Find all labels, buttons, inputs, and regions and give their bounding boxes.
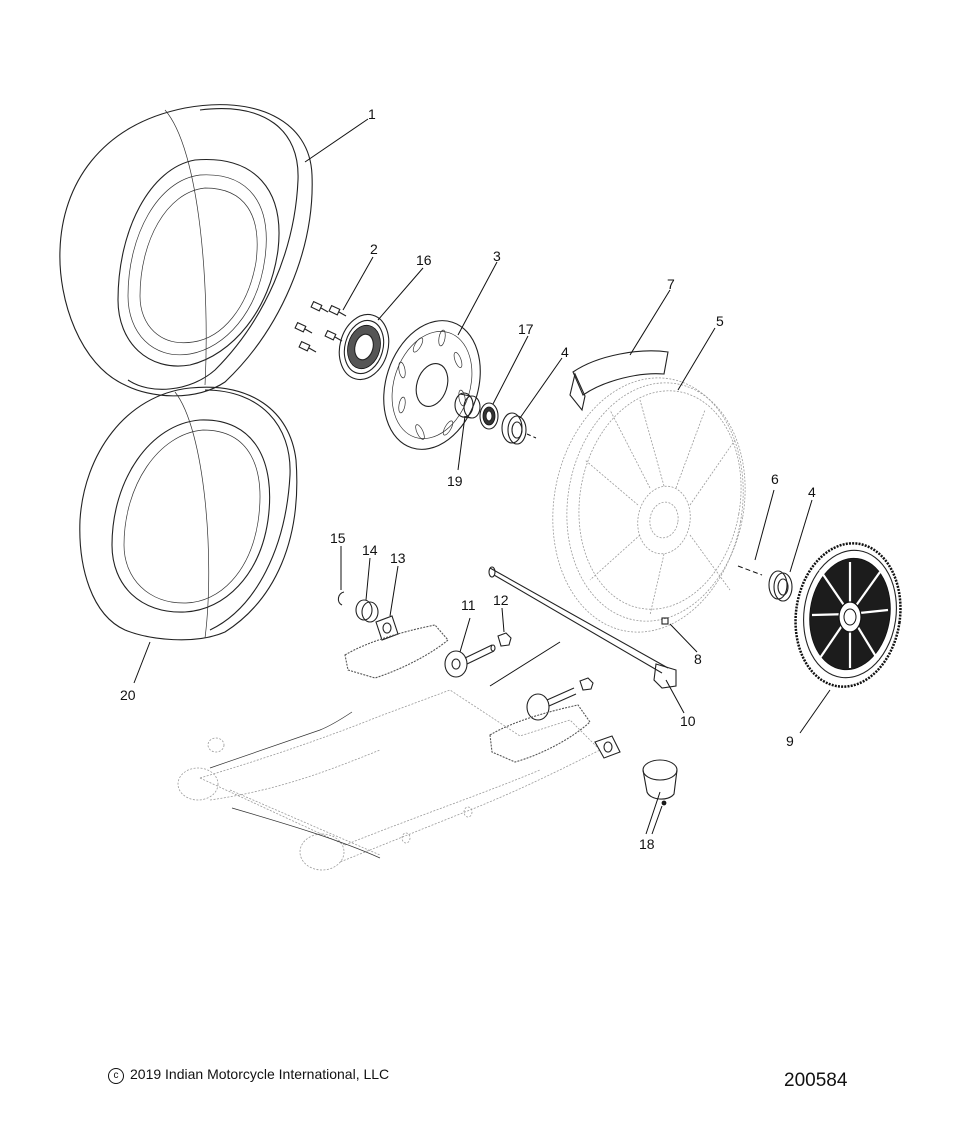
callout-11: 11 [461,597,476,613]
rear-axle [488,566,677,689]
wheel-bearing-left [501,412,537,445]
rotor-bolts [294,300,347,353]
callout-17: 17 [518,321,534,337]
swingarm [177,624,601,871]
drawing-number: 200584 [784,1070,848,1091]
adjuster-block-cap [355,599,379,623]
adjuster-bolt-right [526,677,594,721]
copyright-text: 2019 Indian Motorcycle International, LL… [130,1066,390,1082]
adjuster-bolt-left [444,644,496,678]
rear-wheel [552,377,746,633]
balance-weight [569,350,669,412]
callout-18: 18 [639,836,655,852]
callout-20: 20 [120,687,136,703]
callout-13: 13 [390,550,406,566]
callout-4a: 4 [561,344,569,360]
callout-1: 1 [368,106,376,122]
callout-16: 16 [416,252,432,268]
tire-upper [59,104,313,397]
callout-5: 5 [716,313,724,329]
adjuster-plate [375,615,399,641]
spacer [454,392,481,419]
set-screw [661,617,669,625]
snap-ring [337,591,345,606]
callout-8: 8 [694,651,702,667]
callout-4b: 4 [808,484,816,500]
callout-10: 10 [680,713,696,729]
callout-7: 7 [667,276,675,292]
callout-2: 2 [370,241,378,257]
adjuster-nut-left [497,632,512,647]
leader-lines [133,118,831,835]
callout-3: 3 [493,248,501,264]
seal [479,402,499,430]
callout-12: 12 [493,592,509,608]
wheel-bearing-right [768,570,793,602]
callout-9: 9 [786,733,794,749]
callout-labels: 1 2 3 4 4 5 6 7 8 9 10 11 12 13 14 15 16… [120,106,816,852]
tone-ring [338,313,390,381]
callout-19: 19 [447,473,463,489]
bumper [642,759,678,806]
copyright-icon: c [108,1068,124,1084]
tire-lower [79,386,298,641]
drive-sprocket [794,542,902,688]
callout-15: 15 [330,530,346,546]
brake-rotor [383,320,481,450]
copyright-notice: c 2019 Indian Motorcycle International, L… [108,1066,389,1084]
bumper-plate [594,735,621,759]
callout-6: 6 [771,471,779,487]
callout-14: 14 [362,542,378,558]
